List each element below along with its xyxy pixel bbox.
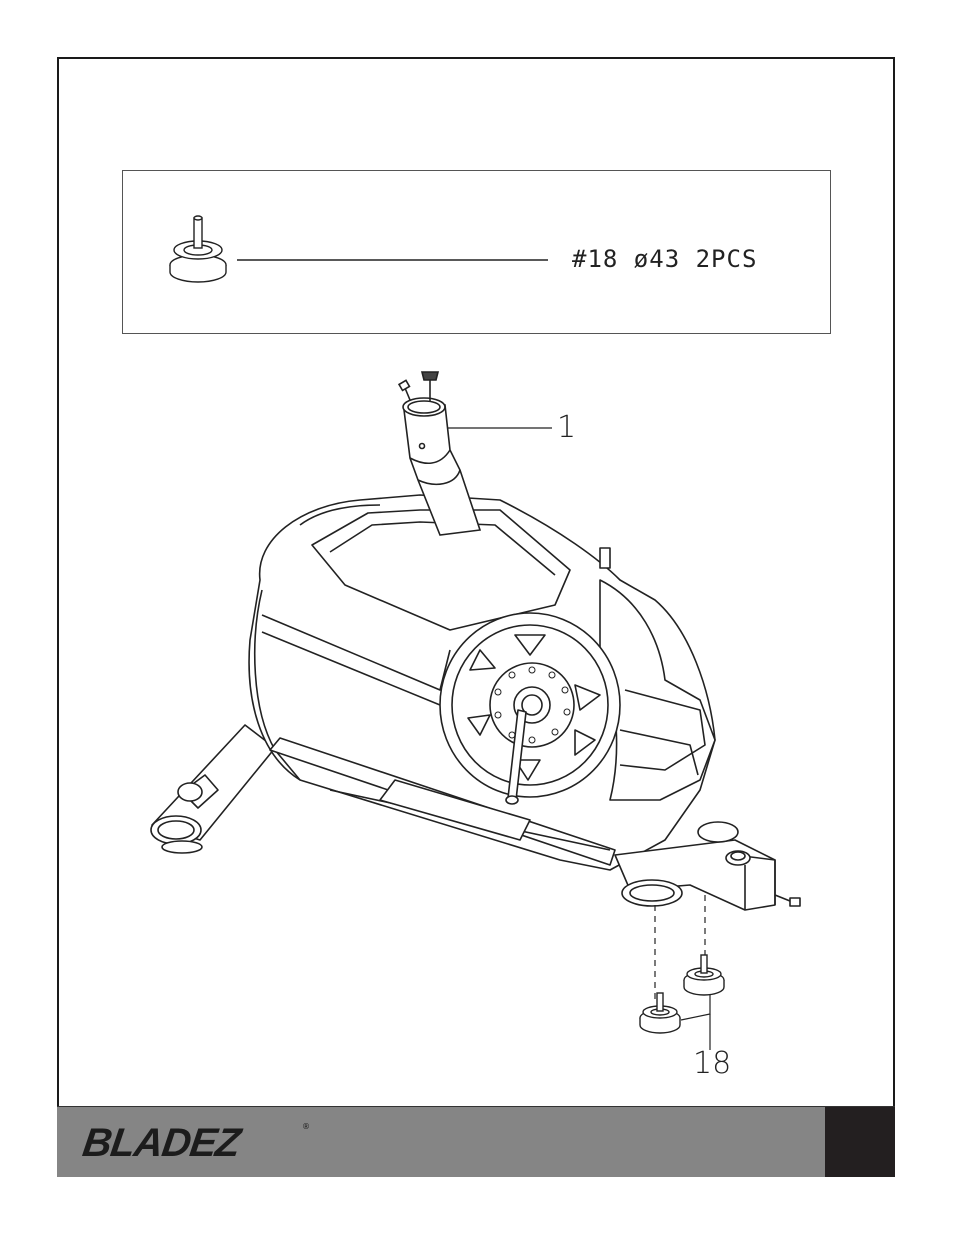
foot-pad-rear [684, 955, 724, 995]
callout-part-18: 18 [693, 1046, 731, 1081]
callout-part-1: 1 [557, 410, 576, 445]
brand-logo: BLADEZ [80, 1121, 243, 1166]
machine-body [151, 495, 800, 910]
foot-pad-icon [170, 216, 226, 282]
footer-tab [825, 1107, 895, 1177]
footer-bar: BLADEZ ® [57, 1106, 895, 1177]
leader-line-part-18 [681, 995, 710, 1020]
registered-mark: ® [302, 1122, 310, 1131]
foot-pad-front [640, 993, 680, 1033]
hardware-label: #18 ø43 2PCS [572, 245, 757, 273]
